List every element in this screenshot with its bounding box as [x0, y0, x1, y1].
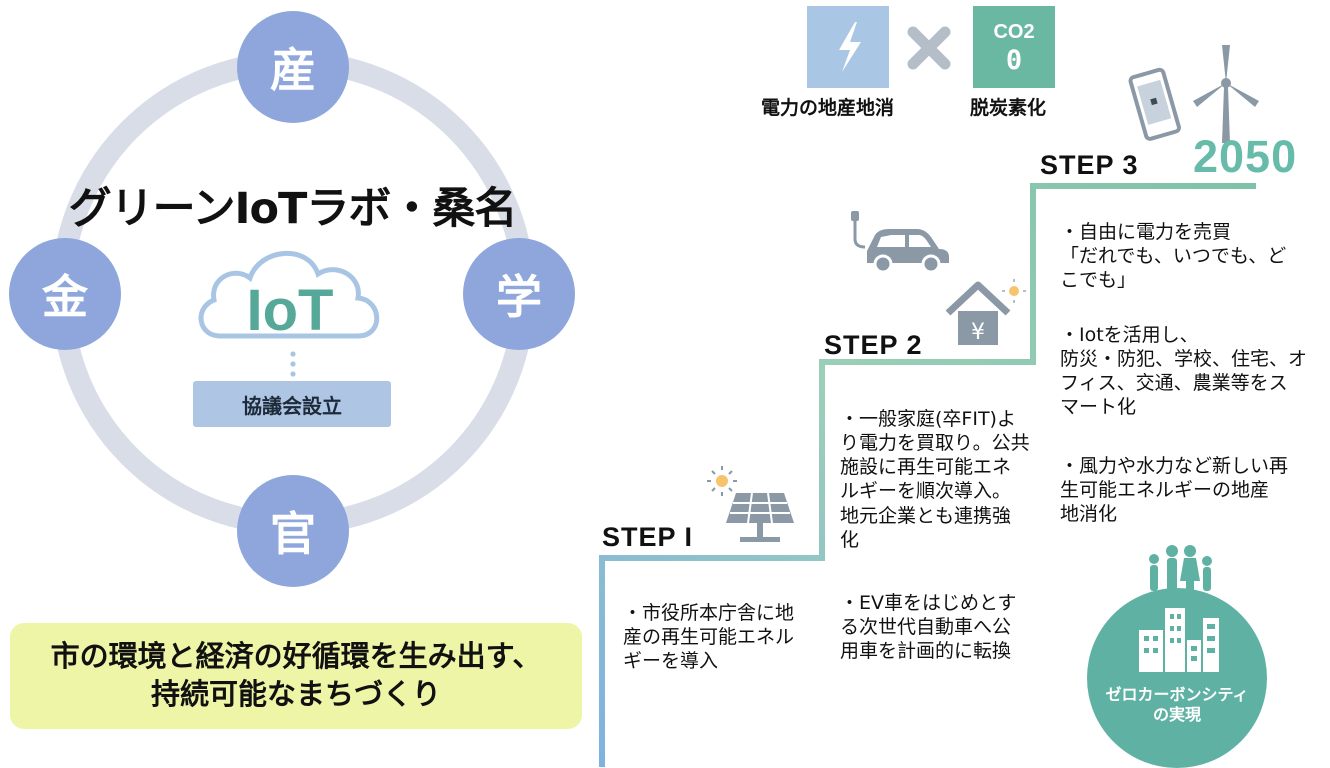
electricity-icon	[807, 6, 889, 88]
connector-dots	[290, 351, 296, 377]
iot-text: IoT	[247, 278, 334, 343]
co2-value: 0	[1006, 45, 1022, 76]
step2-text2: ・EV車をはじめとす る次世代自動車へ公 用車を計画的に転換	[840, 592, 1017, 663]
goal-line1: 市の環境と経済の好循環を生み出す、	[50, 639, 542, 674]
goal-box: 市の環境と経済の好循環を生み出す、 持続可能なまちづくり	[10, 623, 582, 729]
svg-text:¥: ¥	[971, 320, 985, 345]
lab-title: グリーンIoTラボ・桑名	[68, 184, 518, 234]
node-government: 官	[237, 475, 349, 587]
step3-text2: ・Iotを活用し、 防災・防犯、学校、住宅、オ フィス、交通、農業等をス マート…	[1060, 324, 1308, 419]
step3-text3: ・風力や水力など新しい再 生可能エネルギーの地産 地消化	[1060, 455, 1289, 526]
step3-label: STEP 3	[1040, 150, 1139, 180]
co2-label: CO2	[993, 21, 1034, 43]
zero-carbon-line2: の実現	[1152, 705, 1201, 724]
step3-text1: ・自由に電力を売買 「だれでも、いつでも、ど こでも」	[1060, 221, 1287, 292]
decarbonization-label: 脱炭素化	[970, 97, 1047, 119]
wind-turbine-icon	[1193, 45, 1259, 143]
step1-text: ・市役所本庁舎に地 産の再生可能エネル ギーを導入	[623, 602, 795, 673]
node-finance: 金	[9, 238, 121, 350]
solar-panel-icon	[707, 466, 794, 542]
council-badge: 協議会設立	[193, 381, 391, 427]
ev-car-icon	[851, 211, 949, 273]
step2-label: STEP 2	[824, 330, 923, 360]
step2-text1: ・一般家庭(卒FIT)よ り電力を買取り。公共 施設に再生可能エネ ルギーを順次…	[840, 408, 1030, 551]
buildings-icon	[1139, 608, 1219, 672]
local-power-label: 電力の地産地消	[761, 97, 895, 119]
family-icon	[1149, 545, 1212, 591]
target-year: 2050	[1193, 131, 1298, 182]
goal-line2: 持続可能なまちづくり	[150, 677, 441, 711]
step1-label: STEP I	[602, 522, 694, 552]
smartphone-icon	[1128, 67, 1181, 141]
node-academia: 学	[463, 238, 575, 350]
house-yen-icon: ¥	[945, 279, 1026, 345]
zero-carbon-label: ゼロカーボンシティ の実現	[1087, 685, 1267, 725]
node-industry: 産	[237, 11, 349, 123]
co2-zero-icon: CO2 0	[973, 6, 1055, 88]
multiply-icon	[907, 26, 951, 70]
iot-cloud-icon: IoT	[198, 250, 380, 343]
zero-carbon-line1: ゼロカーボンシティ	[1105, 685, 1249, 704]
staircase-path	[599, 183, 1256, 767]
